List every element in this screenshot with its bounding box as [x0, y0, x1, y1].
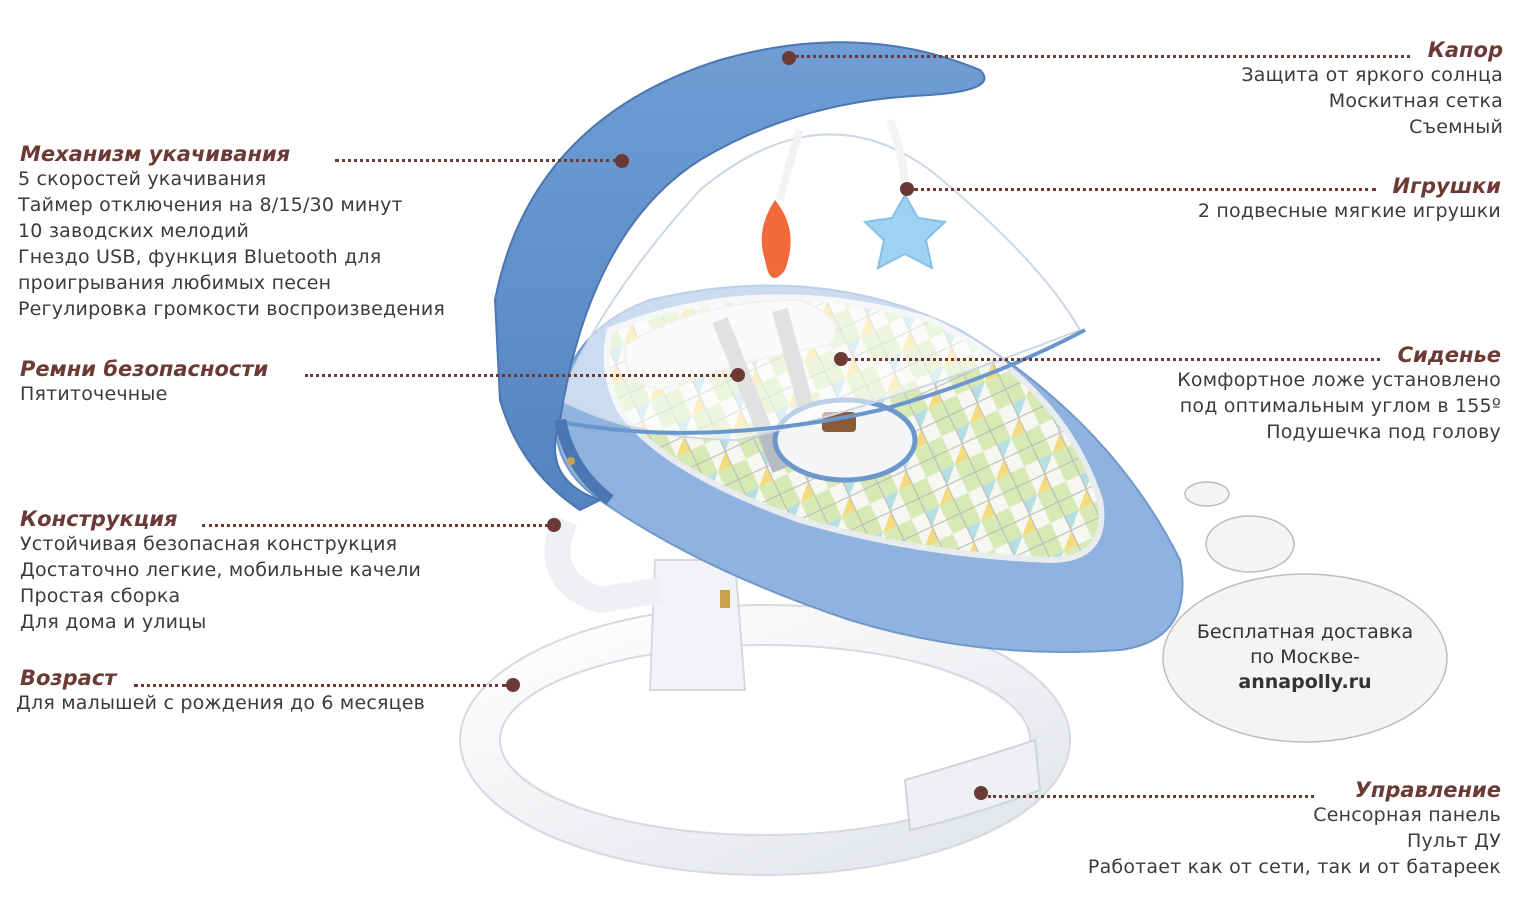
belts-marker [731, 368, 745, 382]
feature-title: Возраст [20, 666, 117, 690]
delivery-note: Бесплатная доставка по Москве- annapolly… [1163, 620, 1447, 695]
feature-line: Сенсорная панель [1313, 804, 1501, 826]
feature-line: Регулировка громкости воспроизведения [18, 298, 446, 320]
belts-leader [305, 374, 733, 377]
site-link[interactable]: annapolly.ru [1238, 671, 1372, 693]
feature-kapor: Капор Защита от яркого солнца Москитная … [1241, 38, 1503, 140]
feature-age: Возраст Для малышей с рождения до 6 меся… [16, 666, 425, 716]
feature-line: Устойчивая безопасная конструкция [20, 533, 398, 555]
feature-line: 10 заводских мелодий [18, 220, 250, 242]
feature-toys: Игрушки 2 подвесные мягкие игрушки [1198, 174, 1501, 224]
construction-marker [547, 518, 561, 532]
feature-line: 5 скоростей укачивания [18, 168, 267, 190]
seat-marker [834, 352, 848, 366]
feature-line: Защита от яркого солнца [1241, 64, 1503, 86]
feature-line: Достаточно легкие, мобильные качели [20, 559, 422, 581]
feature-title: Сиденье [1397, 343, 1501, 367]
feature-control: Управление Сенсорная панель Пульт ДУ Раб… [1088, 778, 1501, 880]
control-marker [974, 786, 988, 800]
feature-line: Для малышей с рождения до 6 месяцев [16, 692, 426, 714]
thought-bubble [1162, 481, 1448, 743]
mechanism-marker [615, 154, 629, 168]
toys-marker [900, 182, 914, 196]
control-leader [988, 795, 1314, 798]
feature-title: Механизм укачивания [20, 142, 291, 166]
feature-line: Пульт ДУ [1406, 830, 1501, 852]
feature-construction: Конструкция Устойчивая безопасная констр… [20, 507, 421, 635]
feature-line: Работает как от сети, так и от батареек [1087, 856, 1501, 878]
delivery-line: Бесплатная доставка [1196, 621, 1414, 643]
kapor-marker [782, 51, 796, 65]
delivery-line: по Москве- [1250, 646, 1360, 668]
construction-leader [202, 524, 548, 527]
feature-line: Москитная сетка [1328, 90, 1503, 112]
feature-title: Конструкция [20, 507, 178, 531]
feature-line: 2 подвесные мягкие игрушки [1197, 200, 1501, 222]
feature-title: Игрушки [1392, 174, 1501, 198]
age-marker [506, 678, 520, 692]
toys-leader [914, 188, 1376, 191]
feature-belts: Ремни безопасности Пятиточечные [20, 357, 268, 407]
feature-title: Управление [1354, 778, 1501, 802]
feature-line: Подушечка под голову [1266, 421, 1501, 443]
seat-leader [848, 358, 1380, 361]
kapor-leader [796, 55, 1410, 58]
feature-line: Комфортное ложе установлено [1177, 369, 1501, 391]
feature-seat: Сиденье Комфортное ложе установлено под … [1177, 343, 1501, 445]
age-leader [134, 684, 506, 687]
feature-line: Таймер отключения на 8/15/30 минут [18, 194, 403, 216]
feature-line: проигрывания любимых песен [18, 272, 332, 294]
feature-line: Для дома и улицы [20, 611, 207, 633]
mechanism-leader [335, 159, 617, 162]
feature-mechanism: Механизм укачивания 5 скоростей укачиван… [18, 142, 446, 322]
feature-line: Пятиточечные [20, 383, 168, 405]
feature-line: Гнездо USB, функция Bluetooth для [18, 246, 382, 268]
feature-line: Съемный [1409, 116, 1503, 138]
feature-title: Ремни безопасности [20, 357, 269, 381]
feature-line: Простая сборка [20, 585, 181, 607]
feature-line: под оптимальным углом в 155º [1179, 395, 1501, 417]
feature-title: Капор [1427, 38, 1503, 62]
